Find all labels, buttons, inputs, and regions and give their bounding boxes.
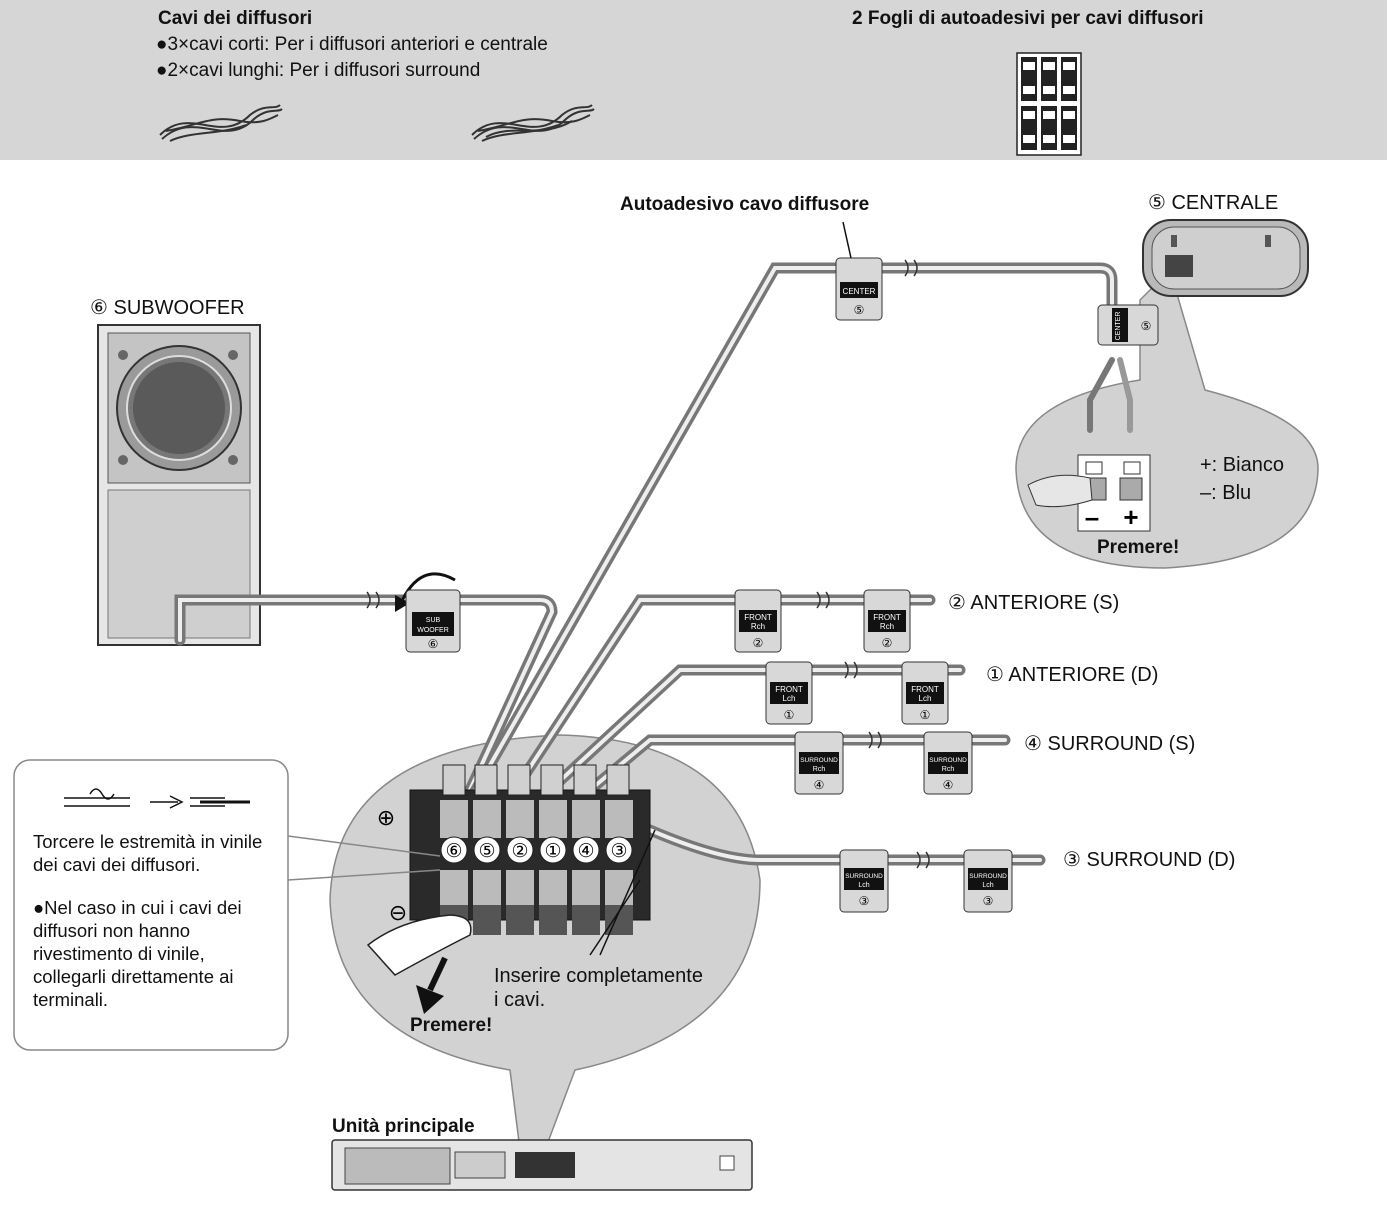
cables-long-line: ●2×cavi lunghi: Per i diffusori surround — [156, 60, 481, 81]
svg-text:Lch: Lch — [919, 694, 932, 703]
twist-instruction: Torcere le estremità in vinile dei cavi … — [33, 831, 263, 875]
svg-text:Lch: Lch — [858, 882, 869, 889]
svg-text:③: ③ — [983, 894, 994, 908]
no-vinyl-note: ●Nel caso in cui i cavi dei diffusori no… — [33, 897, 242, 1010]
long-cable-illustration — [471, 104, 595, 142]
center-terminal-detail: – + — [1027, 454, 1151, 532]
svg-text:⑥: ⑥ — [445, 841, 462, 862]
center-speaker — [1142, 219, 1309, 297]
tag-surround-r-1: SURROUND Rch ④ — [794, 731, 844, 795]
cable-subwoofer — [174, 594, 558, 796]
surround-right-label: ③ SURROUND (D) — [1063, 849, 1236, 871]
svg-text:②: ② — [511, 841, 528, 862]
insert-cables-line1: Inserire completamente — [494, 965, 703, 987]
terminal-press-label: Premere! — [410, 1015, 493, 1036]
cables-short-line: ●3×cavi corti: Per i diffusori anteriori… — [156, 34, 548, 55]
accessories-header: Cavi dei diffusori ●3×cavi corti: Per i … — [0, 0, 1387, 160]
svg-text:SURROUND: SURROUND — [969, 873, 1007, 880]
svg-text:+: + — [1123, 502, 1138, 532]
svg-text:①: ① — [544, 841, 561, 862]
sticker-sheet-illustration — [1016, 52, 1082, 156]
plus-white-label: +: Bianco — [1200, 454, 1284, 476]
tag-surround-l-2: SURROUND Lch ③ — [963, 849, 1013, 913]
svg-text:②: ② — [882, 636, 893, 650]
svg-text:④: ④ — [943, 778, 954, 792]
plus-terminal-symbol: ⊕ — [377, 805, 395, 830]
surround-left-label: ④ SURROUND (S) — [1024, 733, 1196, 755]
svg-text:⑥: ⑥ — [428, 637, 439, 651]
svg-text:①: ① — [784, 708, 795, 722]
svg-text:–: – — [1085, 502, 1099, 532]
svg-text:FRONT: FRONT — [873, 613, 901, 622]
cables-title: Cavi dei diffusori — [158, 8, 313, 29]
svg-text:Lch: Lch — [982, 882, 993, 889]
terminal-block: ⑥ ⑤ ② ① ④ ③ — [409, 764, 651, 935]
subwoofer-label: ⑥ SUBWOOFER — [90, 297, 245, 319]
front-left-label: ② ANTERIORE (S) — [948, 592, 1120, 614]
tag-front-l-2: FRONT Lch ① — [901, 661, 949, 725]
svg-text:SURROUND: SURROUND — [845, 873, 883, 880]
svg-text:⑤: ⑤ — [854, 303, 865, 317]
svg-text:FRONT: FRONT — [911, 685, 939, 694]
tag-center-cable: CENTER ⑤ — [835, 257, 883, 321]
twist-illustration — [64, 788, 250, 809]
cable-front-r — [509, 594, 936, 796]
press-arrow — [416, 985, 444, 1014]
wrap-arrow — [398, 572, 456, 606]
svg-text:Rch: Rch — [880, 622, 894, 631]
cable-break-marks — [366, 259, 930, 869]
front-right-label: ① ANTERIORE (D) — [986, 664, 1159, 686]
svg-text:⑤: ⑤ — [1141, 319, 1152, 333]
tag-front-l-1: FRONT Lch ① — [765, 661, 813, 725]
cable-surround-l — [644, 824, 1046, 866]
stickers-title: 2 Fogli di autoadesivi per cavi diffusor… — [852, 8, 1204, 29]
minus-blue-label: –: Blu — [1200, 482, 1252, 504]
short-cable-illustration — [159, 104, 283, 142]
note-box — [13, 759, 289, 1051]
center-press-label: Premere! — [1097, 537, 1180, 558]
tag-front-r-2: FRONT Rch ② — [863, 589, 911, 653]
svg-text:Rch: Rch — [942, 766, 955, 773]
tag-surround-l-1: SURROUND Lch ③ — [839, 849, 889, 913]
svg-text:SURROUND: SURROUND — [929, 757, 967, 764]
svg-text:③: ③ — [610, 841, 627, 862]
svg-text:⑤: ⑤ — [478, 841, 495, 862]
svg-text:④: ④ — [577, 841, 594, 862]
minus-terminal-symbol: ⊖ — [389, 900, 407, 925]
tag-front-r-1: FRONT Rch ② — [734, 589, 782, 653]
svg-text:Lch: Lch — [783, 694, 796, 703]
tag-surround-r-2: SURROUND Rch ④ — [923, 731, 973, 795]
svg-text:③: ③ — [859, 894, 870, 908]
cable-center — [464, 262, 1118, 806]
svg-text:SUB: SUB — [426, 617, 441, 624]
center-speaker-label: ⑤ CENTRALE — [1148, 192, 1279, 214]
tag-subwoofer: SUB WOOFER ⑥ — [405, 589, 461, 653]
main-unit — [331, 1139, 753, 1191]
svg-text:CENTER: CENTER — [1115, 312, 1122, 341]
sticker-callout-label: Autoadesivo cavo diffusore — [620, 194, 870, 215]
svg-text:Rch: Rch — [751, 622, 765, 631]
svg-text:④: ④ — [814, 778, 825, 792]
sticker-leader-line — [842, 221, 852, 259]
svg-text:①: ① — [920, 708, 931, 722]
svg-text:FRONT: FRONT — [744, 613, 772, 622]
center-detail-bubble — [1015, 268, 1319, 569]
cable-front-l — [544, 664, 966, 796]
svg-text:Rch: Rch — [813, 766, 826, 773]
finger-illustration — [366, 914, 472, 976]
svg-text:SURROUND: SURROUND — [800, 757, 838, 764]
tag-center-near-speaker: CENTER ⑤ — [1097, 304, 1159, 346]
svg-text:②: ② — [753, 636, 764, 650]
insert-cables-line2: i cavi. — [494, 989, 546, 1011]
main-unit-label: Unità principale — [332, 1116, 475, 1137]
svg-text:CENTER: CENTER — [843, 287, 876, 296]
svg-text:WOOFER: WOOFER — [417, 627, 449, 634]
svg-text:FRONT: FRONT — [775, 685, 803, 694]
